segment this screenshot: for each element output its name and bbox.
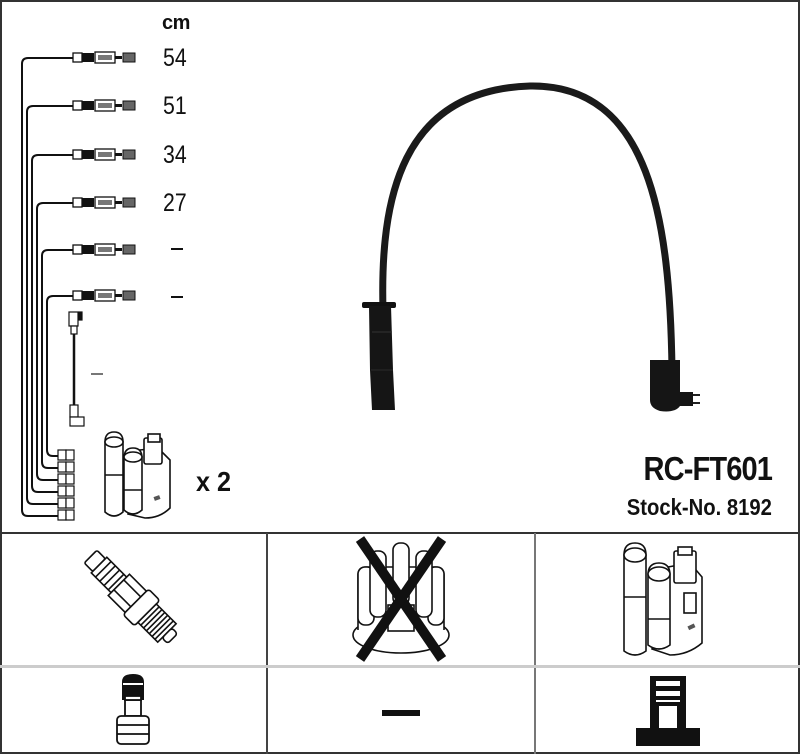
length-label-3: 34 bbox=[163, 141, 187, 169]
length-label-6-dash bbox=[171, 296, 183, 298]
part-number: RC-FT601 bbox=[643, 450, 772, 487]
grid-row-divider bbox=[0, 665, 800, 668]
ignition-cable-image bbox=[362, 82, 700, 412]
length-label-2: 51 bbox=[163, 92, 187, 120]
cable-set-panel: cm bbox=[21, 12, 773, 521]
spark-plug-terminal-icon bbox=[116, 674, 150, 745]
distributor-cap-icon bbox=[352, 536, 450, 662]
grid-cell-coil-terminal bbox=[536, 668, 800, 754]
length-label-4: 27 bbox=[163, 189, 187, 217]
ignition-coil-icon bbox=[623, 541, 703, 656]
panel-divider bbox=[0, 532, 800, 534]
coil-lead-length-dash bbox=[91, 373, 103, 375]
dash-icon bbox=[382, 710, 420, 716]
grid-cell-ignition-coil bbox=[536, 533, 800, 665]
unit-label: cm bbox=[162, 12, 190, 34]
coil-terminal-icon bbox=[636, 676, 700, 746]
grid-column-divider-2 bbox=[534, 533, 536, 754]
ignition-coil-icon bbox=[104, 431, 171, 519]
spark-plug-icon bbox=[84, 549, 178, 643]
quantity-label: x 2 bbox=[196, 466, 232, 497]
compatibility-grid bbox=[0, 533, 800, 754]
stock-number: Stock-No. 8192 bbox=[626, 494, 772, 520]
grid-cell-distributor-cap bbox=[268, 533, 534, 665]
grid-column-divider-1 bbox=[266, 533, 268, 754]
lead-set-schematic-icon bbox=[21, 51, 136, 521]
grid-cell-spark-plug-terminal bbox=[0, 668, 266, 754]
length-label-5-dash bbox=[171, 248, 183, 250]
length-label-1: 54 bbox=[163, 44, 187, 72]
grid-cell-spark-plug bbox=[0, 533, 266, 665]
grid-cell-not-specified bbox=[268, 668, 534, 754]
